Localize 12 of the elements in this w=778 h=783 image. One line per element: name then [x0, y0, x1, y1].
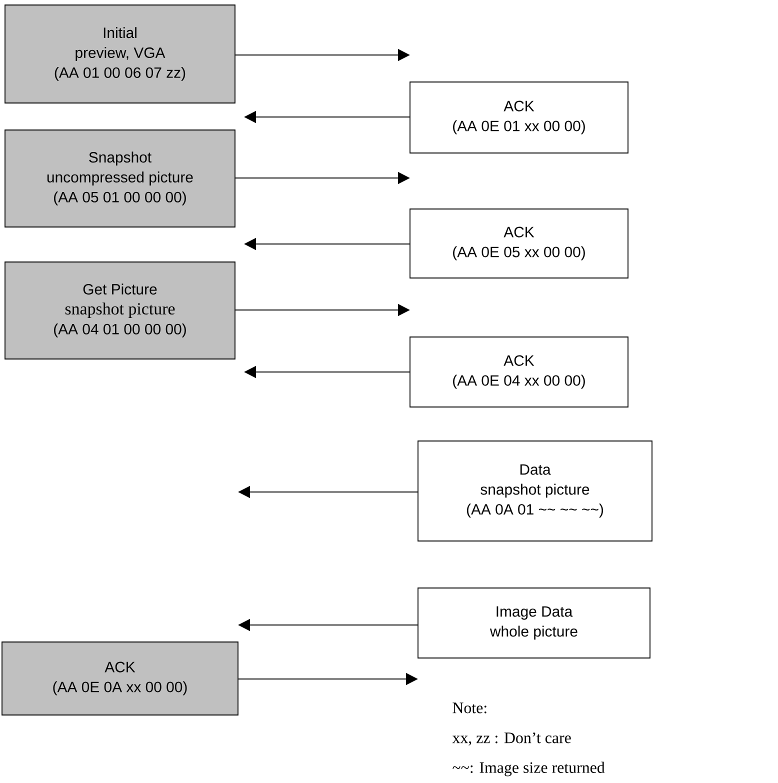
- message-box: ACK (AA 0E 0A xx 00 00): [2, 642, 238, 716]
- message-box: ACK (AA 0E 01 xx 00 00): [410, 82, 628, 154]
- message-box: Image Data whole picture: [418, 588, 650, 658]
- message-box: Data snapshot picture (AA 0A 01 ~~ ~~ ~~): [418, 440, 652, 542]
- message-box: ACK (AA 0E 04 xx 00 00): [410, 336, 628, 408]
- note-text: xx, zz : Don’t care: [452, 732, 571, 746]
- message-box: ACK (AA 0E 05 xx 00 00): [410, 208, 628, 278]
- message-box: Get Picture snapshot picture (AA 04 01 00 00 00): [4, 262, 236, 360]
- message-box: Snapshot uncompressed picture (AA 05 01 00 00 00): [4, 130, 236, 228]
- message-box: Initial preview, VGA (AA 01 00 06 07 zz): [4, 4, 236, 104]
- note-text: Note:: [452, 702, 486, 714]
- note-text: ~~: Image size returned: [452, 762, 605, 776]
